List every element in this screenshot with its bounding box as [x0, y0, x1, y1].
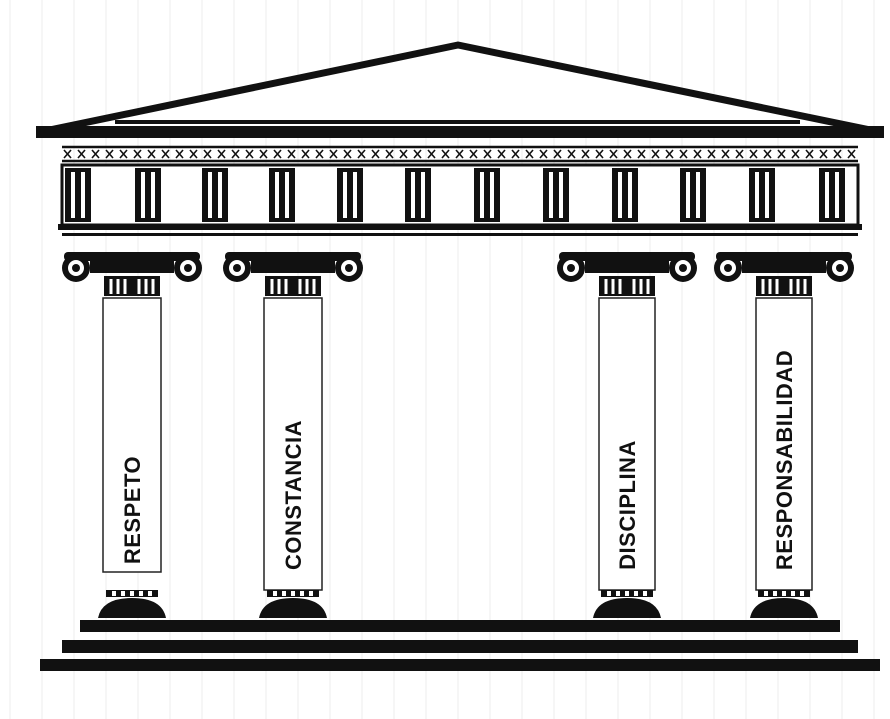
- ionic-capital: [714, 252, 854, 296]
- triglyph: [65, 168, 91, 222]
- triglyph: [337, 168, 363, 222]
- pediment: [36, 45, 884, 138]
- triglyph: [135, 168, 161, 222]
- temple-steps: [40, 620, 880, 671]
- frieze: [58, 165, 862, 236]
- pillar-2: CONSTANCIA: [223, 252, 363, 618]
- column-base: [98, 590, 166, 618]
- ionic-capital: [557, 252, 697, 296]
- pillar-3: DISCIPLINA: [557, 252, 697, 618]
- pillar-label: RESPETO: [120, 456, 145, 564]
- pillar-label: CONSTANCIA: [281, 420, 306, 570]
- column-base: [750, 590, 818, 618]
- triglyph: [269, 168, 295, 222]
- triglyph: [474, 168, 500, 222]
- step-bottom: [40, 659, 880, 671]
- ionic-capital: [223, 252, 363, 296]
- cornice: [36, 126, 884, 138]
- triglyph: [543, 168, 569, 222]
- step-middle: [62, 640, 858, 653]
- triglyph: [680, 168, 706, 222]
- pillar-label: RESPONSABILIDAD: [772, 350, 797, 570]
- triglyph: [612, 168, 638, 222]
- ionic-capital: [62, 252, 202, 296]
- pillar-4: RESPONSABILIDAD: [714, 252, 854, 618]
- column-base: [593, 590, 661, 618]
- triglyph: [405, 168, 431, 222]
- pillar-1: RESPETO: [62, 252, 202, 618]
- pillar-label: DISCIPLINA: [615, 440, 640, 570]
- triglyph: [749, 168, 775, 222]
- step-top: [80, 620, 840, 632]
- triglyph: [819, 168, 845, 222]
- triglyph: [202, 168, 228, 222]
- dentil-band: [62, 147, 858, 161]
- column-base: [259, 590, 327, 618]
